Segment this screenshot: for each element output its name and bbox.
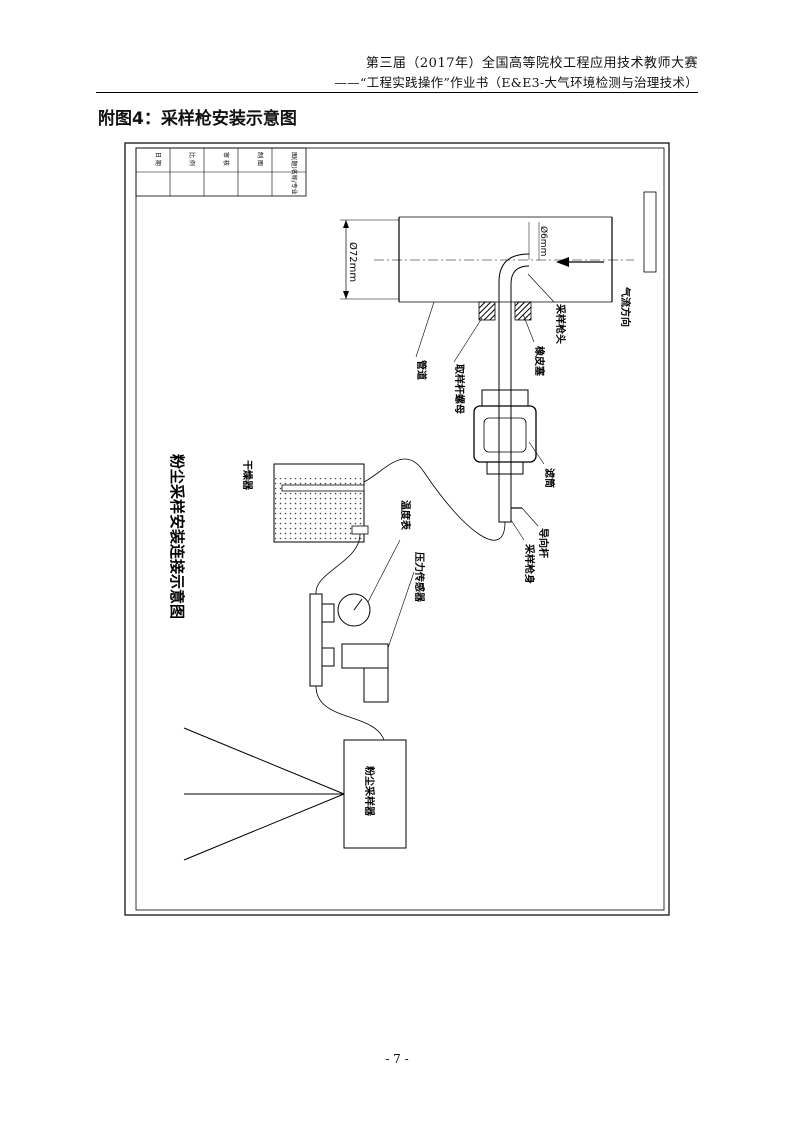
pressure-sensor <box>309 593 389 703</box>
title-block-cell-1: 图(题)名称/专业 <box>290 152 298 195</box>
pipe-diameter-dimension: Ø72mm <box>340 219 399 300</box>
airflow-label: 气流方向 <box>619 286 632 327</box>
filter-housing <box>473 389 537 475</box>
dust-sampler <box>343 739 407 849</box>
pipe-diameter-label: Ø72mm <box>347 242 359 282</box>
thermometer-label: 温度表 <box>399 500 412 531</box>
title-block-cell-5: 日 期 <box>154 152 162 166</box>
inner-frame <box>135 147 665 911</box>
sampling-gun-drawing: 图(题)名称/专业 制 图 审 核 比 例 日 期 Ø72mm Ø6mm 气流方… <box>124 142 670 916</box>
sampling-gun-tube <box>498 253 530 514</box>
pressure-sensor-label: 压力传感器 <box>413 552 426 603</box>
dryer-label: 干燥器 <box>241 460 254 491</box>
title-block-cell-4: 比 例 <box>188 152 196 166</box>
rubber-plug-right <box>514 301 532 321</box>
hose-gun-dryer <box>363 458 506 541</box>
sampling-head-label: 采样枪头 <box>554 303 567 344</box>
sampler-label: 粉尘采样器 <box>363 766 376 817</box>
pipeline <box>374 216 634 303</box>
header-rule <box>96 92 698 93</box>
outer-frame <box>124 142 670 916</box>
nozzle-dimension: Ø6mm <box>528 222 549 260</box>
rubber-plug <box>478 301 496 321</box>
filter-label: 滤筒 <box>543 468 556 488</box>
title-block: 图(题)名称/专业 制 图 审 核 比 例 日 期 <box>135 147 307 197</box>
rubber-plug-label: 橡皮塞 <box>533 346 546 377</box>
tripod <box>183 727 345 861</box>
pipeline-label: 管道 <box>415 360 428 380</box>
nut-label: 取样杆螺母 <box>453 364 466 414</box>
title-block-cell-2: 制 图 <box>256 152 264 166</box>
title-block-cell-3: 审 核 <box>222 152 230 166</box>
gun-body <box>498 473 512 523</box>
hose-dryer-sensor <box>315 533 361 595</box>
gun-body-label: 采样枪身 <box>523 543 536 584</box>
drawing-title: 粉尘采样安装连接示意图 <box>168 454 186 619</box>
guide-rod-label: 导向杆 <box>537 528 550 558</box>
gun-labels <box>415 273 555 541</box>
airflow-arrow: 气流方向 <box>556 257 632 327</box>
hose-sensor-sampler <box>315 685 385 741</box>
header-line-1: 第三届（2017年）全国高等院校工程应用技术教师大赛 <box>365 56 698 71</box>
nozzle-diameter-label: Ø6mm <box>538 226 549 256</box>
header-line-2: ——“工程实践操作”作业书（E&E3-大气环境检测与治理技术） <box>334 75 698 90</box>
side-strip <box>643 191 657 273</box>
dryer <box>273 463 369 543</box>
page-number: - 7 - <box>385 1052 409 1066</box>
figure-title: 附图4：采样枪安装示意图 <box>98 109 297 129</box>
thermometer <box>337 593 371 627</box>
